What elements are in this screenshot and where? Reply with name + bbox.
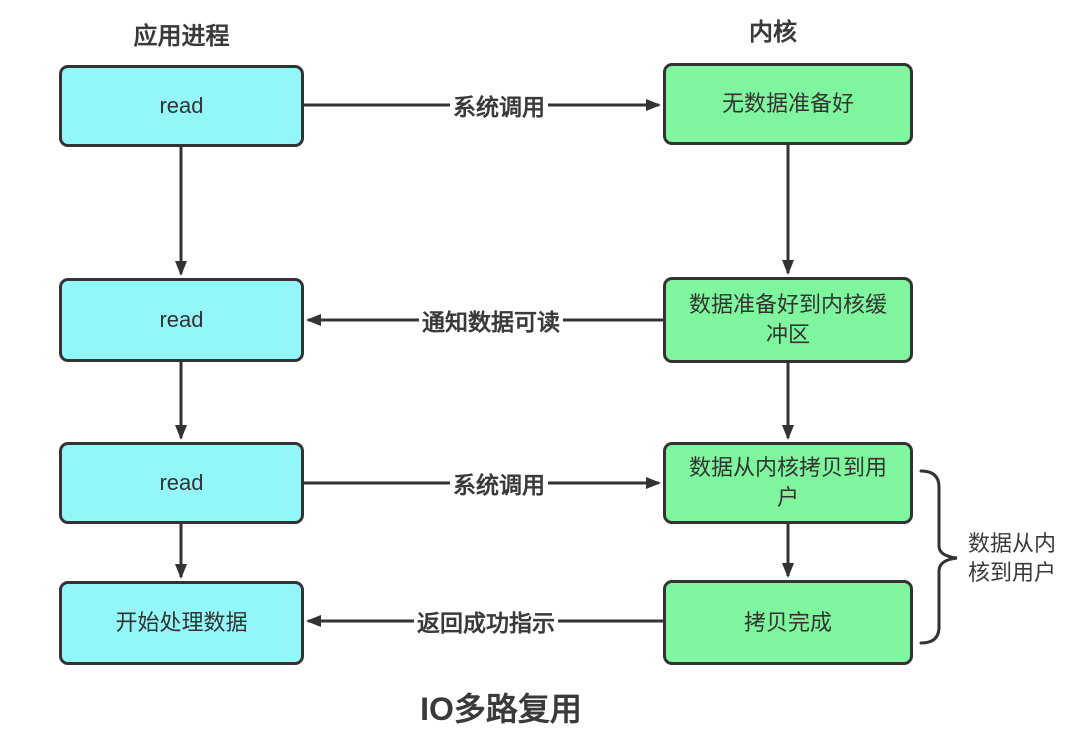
- column-header-application-process: 应用进程: [133, 23, 230, 50]
- node-copy-complete: 拷贝完成: [663, 580, 913, 665]
- arrow-label-syscall-1: 系统调用: [450, 88, 548, 122]
- column-header-kernel: 内核: [749, 19, 797, 46]
- node-copy-data-kernel-to-user: 数据从内核拷贝到用户: [663, 442, 913, 524]
- brace: [919, 469, 958, 645]
- node-no-data-ready: 无数据准备好: [663, 63, 913, 145]
- node-data-ready-in-kernel-buffer: 数据准备好到内核缓冲区: [663, 277, 913, 363]
- arrow-label-notify-data-readable: 通知数据可读: [419, 303, 563, 337]
- node-read-1: read: [59, 65, 304, 147]
- arrow-label-return-success: 返回成功指示: [414, 604, 558, 638]
- brace-label-data-kernel-to-user: 数据从内核到用户: [968, 531, 1057, 585]
- node-start-processing-data: 开始处理数据: [59, 581, 304, 665]
- arrow-label-syscall-2: 系统调用: [450, 466, 548, 500]
- node-read-2: read: [59, 278, 304, 362]
- node-read-3: read: [59, 442, 304, 524]
- diagram-title: IO多路复用: [420, 691, 582, 727]
